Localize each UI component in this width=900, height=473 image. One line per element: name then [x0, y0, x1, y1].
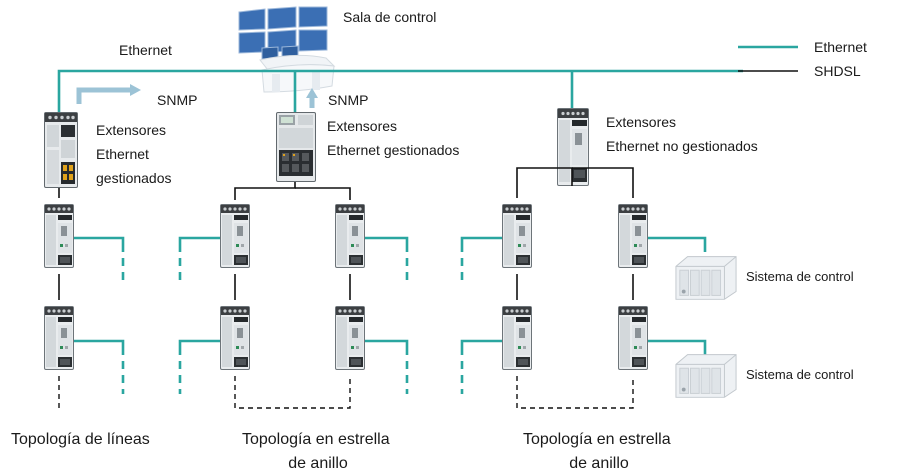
unmanaged-extender-label: Extensores Ethernet no gestionados [606, 114, 758, 154]
field-extender-icon [44, 305, 74, 371]
control-system-icon [675, 256, 737, 300]
control-room-monitors-icon [238, 6, 336, 93]
managed-extender-left-icon [44, 112, 78, 188]
managed-extender-center-label: Extensores Ethernet gestionados [327, 118, 459, 158]
field-extender-icon [220, 203, 250, 269]
ethernet-backbone [57, 69, 743, 115]
field-extender-icon [502, 305, 532, 371]
unmanaged-extender-icon [557, 108, 589, 186]
ethernet-drops [74, 236, 707, 394]
topology-star-right-caption: Topología en estrella de anillo [523, 431, 675, 472]
snmp-arrow-center [306, 88, 318, 108]
field-extender-icon [335, 305, 365, 371]
field-extenders [44, 203, 648, 371]
control-room-label: Sala de control [343, 9, 436, 25]
snmp-left-label: SNMP [157, 92, 197, 108]
control-system-label-1: Sistema de control [746, 269, 854, 284]
control-system-icon [675, 354, 737, 398]
ethernet-backbone-label: Ethernet [119, 42, 172, 58]
field-extender-icon [44, 203, 74, 269]
topology-star-center-caption: Topología en estrella de anillo [242, 431, 394, 472]
field-extender-icon [220, 305, 250, 371]
legend-ethernet-label: Ethernet [814, 39, 867, 55]
managed-extender-center-icon [276, 112, 316, 182]
snmp-arrow-left [76, 84, 141, 104]
legend-shdsl-label: SHDSL [814, 63, 861, 79]
snmp-center-label: SNMP [328, 92, 368, 108]
managed-extender-left-label: Extensores Ethernet gestionados [96, 122, 172, 186]
legend: Ethernet SHDSL [738, 39, 867, 79]
field-extender-icon [335, 203, 365, 269]
field-extender-icon [618, 305, 648, 371]
control-system-label-2: Sistema de control [746, 367, 854, 382]
field-extender-icon [502, 203, 532, 269]
field-extender-icon [618, 203, 648, 269]
shdsl-links [58, 167, 634, 409]
topology-lines-caption: Topología de líneas [11, 431, 150, 448]
